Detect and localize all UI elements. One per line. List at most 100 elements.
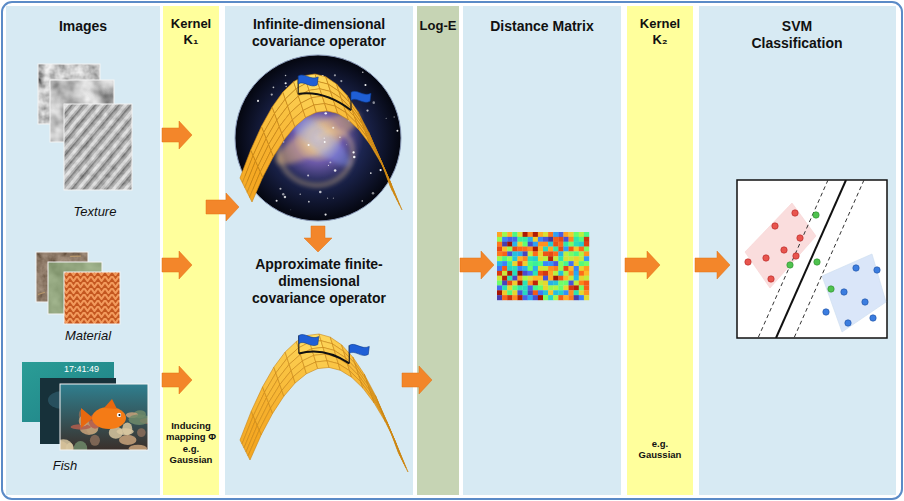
matrix-cell <box>523 285 528 290</box>
matrix-cell <box>574 281 579 286</box>
matrix-cell <box>533 242 538 247</box>
class-point <box>841 289 847 295</box>
matrix-cell <box>558 247 563 252</box>
class-point <box>768 276 774 282</box>
matrix-cell <box>563 251 568 256</box>
class-point <box>797 235 803 241</box>
matrix-cell <box>569 276 574 281</box>
matrix-cell <box>553 237 558 242</box>
matrix-cell <box>502 295 507 300</box>
matrix-cell <box>584 266 589 271</box>
star <box>308 201 310 203</box>
matrix-cell <box>543 271 548 276</box>
matrix-cell <box>563 256 568 261</box>
matrix-cell <box>528 232 533 237</box>
matrix-cell <box>579 295 584 300</box>
matrix-cell <box>584 256 589 261</box>
fish-body <box>92 407 126 429</box>
matrix-cell <box>517 295 522 300</box>
matrix-cell <box>502 232 507 237</box>
fish-pupil <box>118 414 120 416</box>
star <box>273 86 275 88</box>
matrix-cell <box>507 295 512 300</box>
matrix-cell <box>517 266 522 271</box>
margin-line <box>758 180 828 338</box>
class-point <box>845 320 851 326</box>
matrix-cell <box>512 276 517 281</box>
matrix-cell <box>502 237 507 242</box>
star <box>372 192 375 195</box>
matrix-cell <box>528 281 533 286</box>
class-point <box>792 210 798 216</box>
matrix-cell <box>497 276 502 281</box>
star <box>352 151 354 153</box>
matrix-cell <box>579 256 584 261</box>
matrix-cell <box>502 256 507 261</box>
star <box>257 100 259 102</box>
matrix-cell <box>533 271 538 276</box>
galaxy-disc <box>235 55 401 221</box>
class-point <box>874 267 880 273</box>
matrix-cell <box>502 285 507 290</box>
matrix-cell <box>584 290 589 295</box>
matrix-cell <box>574 237 579 242</box>
matrix-cell <box>584 271 589 276</box>
matrix-cell <box>574 232 579 237</box>
matrix-cell <box>528 285 533 290</box>
geodesic-curve <box>299 351 349 363</box>
flag-cloth <box>298 75 318 86</box>
matrix-cell <box>502 242 507 247</box>
matrix-cell <box>528 242 533 247</box>
matrix-cell <box>517 276 522 281</box>
matrix-cell <box>538 232 543 237</box>
matrix-cell <box>579 247 584 252</box>
matrix-cell <box>512 232 517 237</box>
matrix-cell <box>558 232 563 237</box>
matrix-cell <box>512 266 517 271</box>
star <box>282 193 284 195</box>
class-point <box>787 262 793 268</box>
star <box>366 109 368 111</box>
matrix-cell <box>553 266 558 271</box>
matrix-cell <box>579 266 584 271</box>
matrix-cell <box>523 271 528 276</box>
matrix-cell <box>553 290 558 295</box>
matrix-cell <box>523 261 528 266</box>
star <box>276 200 278 202</box>
matrix-cell <box>543 247 548 252</box>
column-heading: Log-E <box>418 18 458 34</box>
matrix-cell <box>502 271 507 276</box>
matrix-cell <box>528 271 533 276</box>
matrix-cell <box>512 251 517 256</box>
surface-patch <box>260 151 273 178</box>
matrix-cell <box>507 261 512 266</box>
class-point <box>813 212 819 218</box>
matrix-cell <box>563 290 568 295</box>
matrix-cell <box>512 285 517 290</box>
matrix-cell <box>512 271 517 276</box>
star <box>340 80 342 82</box>
matrix-cell <box>558 256 563 261</box>
matrix-cell <box>533 295 538 300</box>
matrix-cell <box>543 256 548 261</box>
matrix-cell <box>512 295 517 300</box>
matrix-cell <box>533 237 538 242</box>
matrix-cell <box>553 242 558 247</box>
matrix-cell <box>517 290 522 295</box>
matrix-cell <box>584 242 589 247</box>
star <box>386 118 387 119</box>
matrix-cell <box>497 290 502 295</box>
matrix-cell <box>523 295 528 300</box>
matrix-cell <box>538 256 543 261</box>
matrix-cell <box>584 251 589 256</box>
matrix-cell <box>497 281 502 286</box>
matrix-cell <box>507 256 512 261</box>
coral-blob <box>128 414 148 425</box>
kernel-band: Kernel K₂e.g. Gaussian <box>627 6 693 495</box>
flag-cloth <box>351 91 371 102</box>
matrix-cell <box>584 285 589 290</box>
matrix-cell <box>558 242 563 247</box>
matrix-cell <box>584 281 589 286</box>
matrix-cell <box>533 276 538 281</box>
